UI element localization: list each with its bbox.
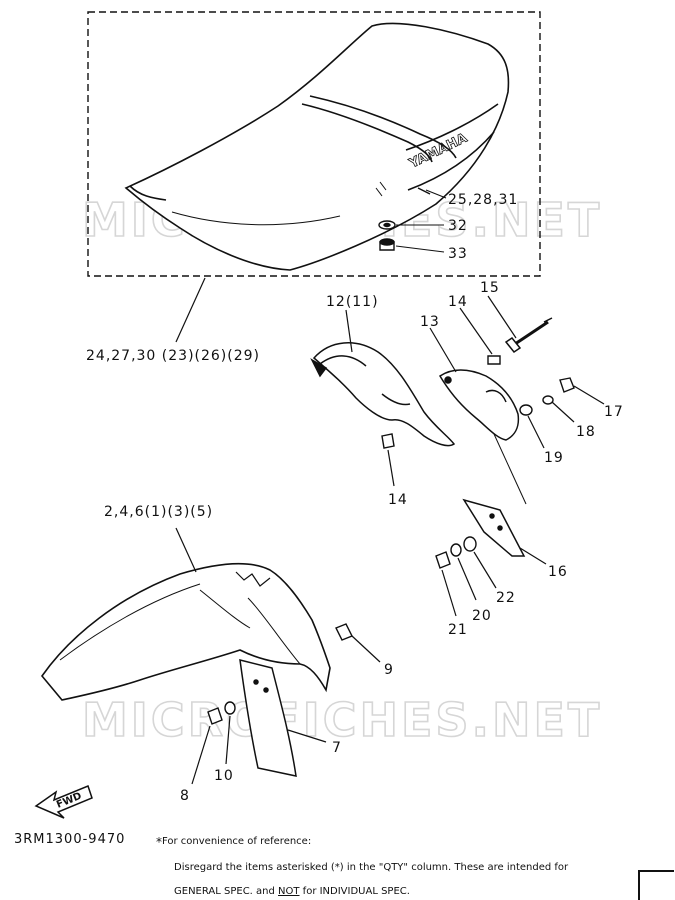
leader-7 [287,729,327,743]
callout-12: 12(11) [326,294,379,310]
callout-25: 25,28,31 [448,192,518,208]
bolt-15 [504,317,553,354]
assembly-line [493,433,527,505]
diagram-code: 3RM1300-9470 [14,832,126,847]
forward-arrow-icon: FWD [34,785,93,819]
bracket-13 [438,369,520,441]
leader-15 [487,295,517,339]
seat-leader [175,277,206,343]
note-line-3-start: GENERAL SPEC. and [174,886,279,897]
callout-33: 33 [448,246,468,262]
callout-18: 18 [576,424,596,440]
callout-22: 22 [496,590,516,606]
note-line-3: GENERAL SPEC. and NOT for INDIVIDUAL SPE… [174,886,410,897]
side-cover-12 [310,342,456,447]
callout-32: 32 [448,218,468,234]
seat-drawing [124,22,510,271]
nut-14-lower [381,433,395,487]
mud-flap-7 [239,659,297,777]
callout-14-lower: 14 [388,492,408,508]
watermark-bottom: MICROFICHES.NET [82,693,602,747]
nut-14-top [459,307,501,365]
leader-12 [345,309,353,353]
callout-16: 16 [548,564,568,580]
corner-bracket [638,870,674,900]
callout-fender: 2,4,6(1)(3)(5) [104,504,213,520]
note-line-3-end: for INDIVIDUAL SPEC. [299,886,410,897]
note-line-2: Disregard the items asterisked (*) in th… [174,862,569,873]
callout-19: 19 [544,450,564,466]
note-line-1: For convenience of reference: [162,836,312,847]
front-fender [40,562,331,701]
leader-fender [175,527,197,573]
callout-14-top: 14 [448,294,468,310]
seat-hardware [378,187,447,253]
callout-seat: 24,27,30 (23)(26)(29) [86,348,260,364]
callout-9: 9 [384,662,394,678]
note-not-word: NOT [278,886,300,897]
callout-15: 15 [480,280,500,296]
callout-21: 21 [448,622,468,638]
leader-13 [429,327,457,373]
fasteners-8-10 [191,701,236,785]
callout-10: 10 [214,768,234,784]
plate-16 [462,498,526,557]
fasteners-17-18-19 [519,377,605,449]
callout-20: 20 [472,608,492,624]
callout-8: 8 [180,788,190,804]
bolt-9 [335,623,381,663]
fasteners-20-21-22 [435,536,497,617]
seat-assembly-box [87,11,541,277]
callout-7: 7 [332,740,342,756]
asterisk-mark: * [156,835,162,849]
callout-17: 17 [604,404,624,420]
callout-13: 13 [420,314,440,330]
leader-16 [519,547,547,565]
